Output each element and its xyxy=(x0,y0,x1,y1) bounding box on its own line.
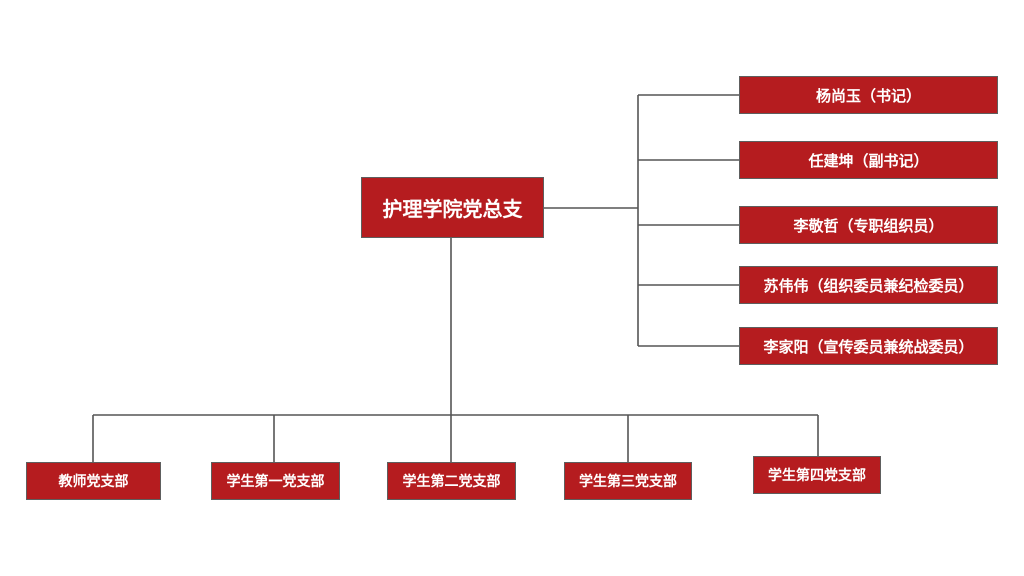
branch-node-teachers: 教师党支部 xyxy=(26,462,161,500)
member-node-publicity-committee: 李家阳（宣传委员兼统战委员） xyxy=(739,327,998,365)
member-node-organizer: 李敬哲（专职组织员） xyxy=(739,206,998,244)
member-node-label: 任建坤（副书记） xyxy=(808,151,929,170)
root-node-party-branch: 护理学院党总支 xyxy=(361,177,544,238)
branch-node-label: 学生第四党支部 xyxy=(768,468,866,484)
member-node-deputy-secretary: 任建坤（副书记） xyxy=(739,141,998,179)
member-node-secretary: 杨尚玉（书记） xyxy=(739,76,998,114)
member-node-label: 李敬哲（专职组织员） xyxy=(793,216,944,235)
branch-node-label: 学生第一党支部 xyxy=(226,474,325,490)
branch-node-student-1: 学生第一党支部 xyxy=(211,462,340,500)
branch-node-student-2: 学生第二党支部 xyxy=(387,462,516,500)
member-node-organization-committee: 苏伟伟（组织委员兼纪检委员） xyxy=(739,266,998,304)
root-node-label: 护理学院党总支 xyxy=(382,197,523,221)
branch-node-student-4: 学生第四党支部 xyxy=(753,456,881,494)
member-node-label: 苏伟伟（组织委员兼纪检委员） xyxy=(763,276,974,295)
branch-node-label: 教师党支部 xyxy=(58,474,129,490)
branch-node-student-3: 学生第三党支部 xyxy=(564,462,692,500)
branch-node-label: 学生第三党支部 xyxy=(579,474,677,490)
member-node-label: 杨尚玉（书记） xyxy=(815,86,921,105)
branch-node-label: 学生第二党支部 xyxy=(402,474,501,490)
member-node-label: 李家阳（宣传委员兼统战委员） xyxy=(763,337,974,356)
